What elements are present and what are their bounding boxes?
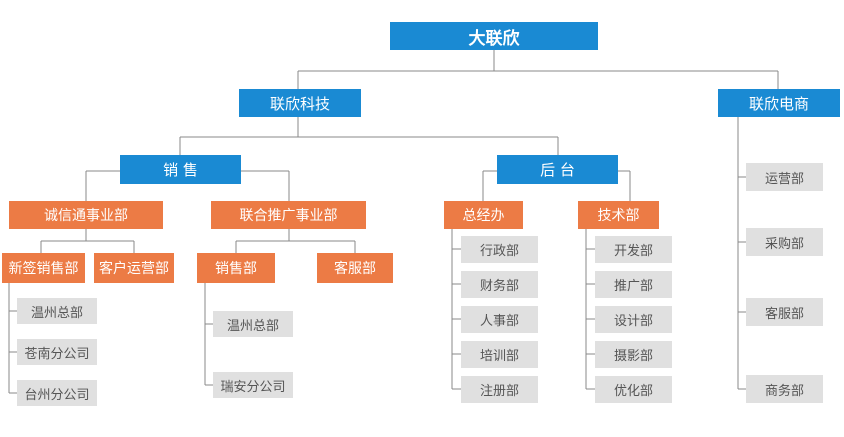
backend-node: 后 台 <box>497 155 618 184</box>
leaf-node: 优化部 <box>595 376 672 403</box>
leaf-node: 温州总部 <box>17 298 97 324</box>
xinqian-sales-node: 新签销售部 <box>2 253 85 283</box>
leaf-node: 摄影部 <box>595 341 672 368</box>
leaf-node: 培训部 <box>461 341 538 368</box>
tech-dept-node: 技术部 <box>578 201 659 229</box>
leaf-node: 商务部 <box>746 375 823 403</box>
tech-node: 联欣科技 <box>239 89 361 117</box>
leaf-node: 注册部 <box>461 376 538 403</box>
leaf-node: 采购部 <box>746 228 823 256</box>
ecommerce-node: 联欣电商 <box>718 89 840 117</box>
leaf-node: 行政部 <box>461 236 538 263</box>
lianhe-service-node: 客服部 <box>317 253 393 283</box>
chengxin-division-node: 诚信通事业部 <box>9 201 163 229</box>
general-office-node: 总经办 <box>444 201 523 229</box>
leaf-node: 温州总部 <box>213 311 293 337</box>
leaf-node: 台州分公司 <box>17 380 97 406</box>
leaf-node: 客服部 <box>746 298 823 326</box>
leaf-node: 瑞安分公司 <box>213 372 293 398</box>
lianhe-sales-node: 销售部 <box>197 253 275 283</box>
lianhe-division-node: 联合推广事业部 <box>211 201 366 229</box>
leaf-node: 推广部 <box>595 271 672 298</box>
customer-ops-node: 客户运营部 <box>94 253 174 283</box>
leaf-node: 人事部 <box>461 306 538 333</box>
leaf-node: 设计部 <box>595 306 672 333</box>
leaf-node: 财务部 <box>461 271 538 298</box>
leaf-node: 运营部 <box>746 163 823 191</box>
leaf-node: 苍南分公司 <box>17 339 97 365</box>
root-node: 大联欣 <box>390 22 598 50</box>
leaf-node: 开发部 <box>595 236 672 263</box>
sales-node: 销 售 <box>120 155 241 184</box>
